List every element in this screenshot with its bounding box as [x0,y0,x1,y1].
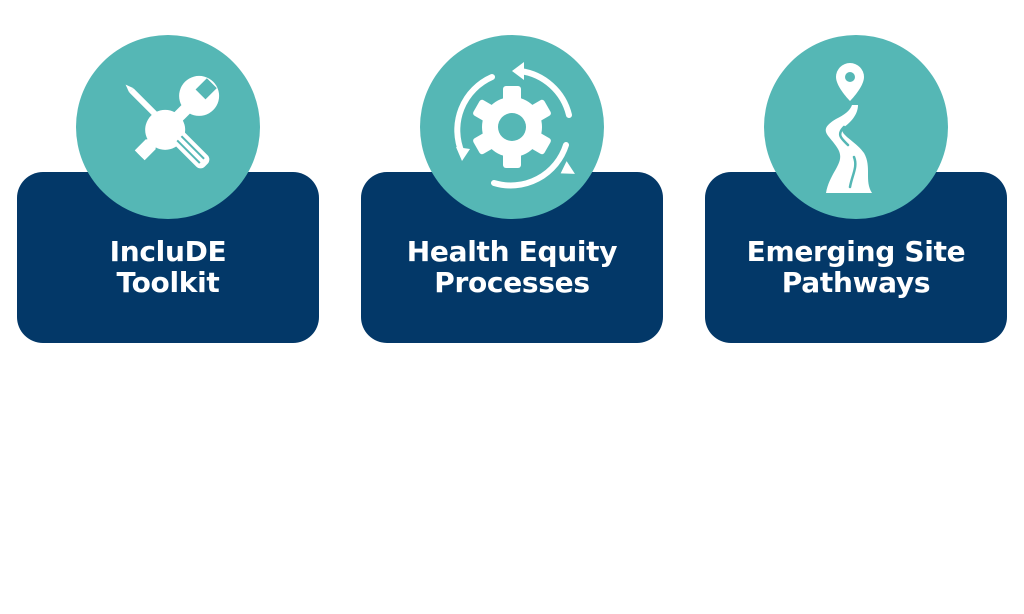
card-title-line-1: IncluDE [109,235,227,268]
gear-cycle-icon [454,62,575,189]
icon-circle-pathways [764,35,948,219]
winding-road-location-pin-icon [825,63,872,193]
card-title-line-2: Pathways [781,266,931,299]
card-emerging-site-pathways: Emerging Site Pathways [705,172,1007,343]
card-title-line-2: Toolkit [116,266,220,299]
card-title: IncluDE Toolkit [17,236,319,298]
card-title: Health Equity Processes [361,236,663,298]
card-title-line-2: Processes [434,266,590,299]
card-title: Emerging Site Pathways [705,236,1007,298]
wrench-screwdriver-icon [125,75,220,169]
card-title-line-1: Emerging Site [746,235,966,268]
card-title-line-1: Health Equity [406,235,618,268]
icon-circle-processes [420,35,604,219]
icon-circle-toolkit [76,35,260,219]
